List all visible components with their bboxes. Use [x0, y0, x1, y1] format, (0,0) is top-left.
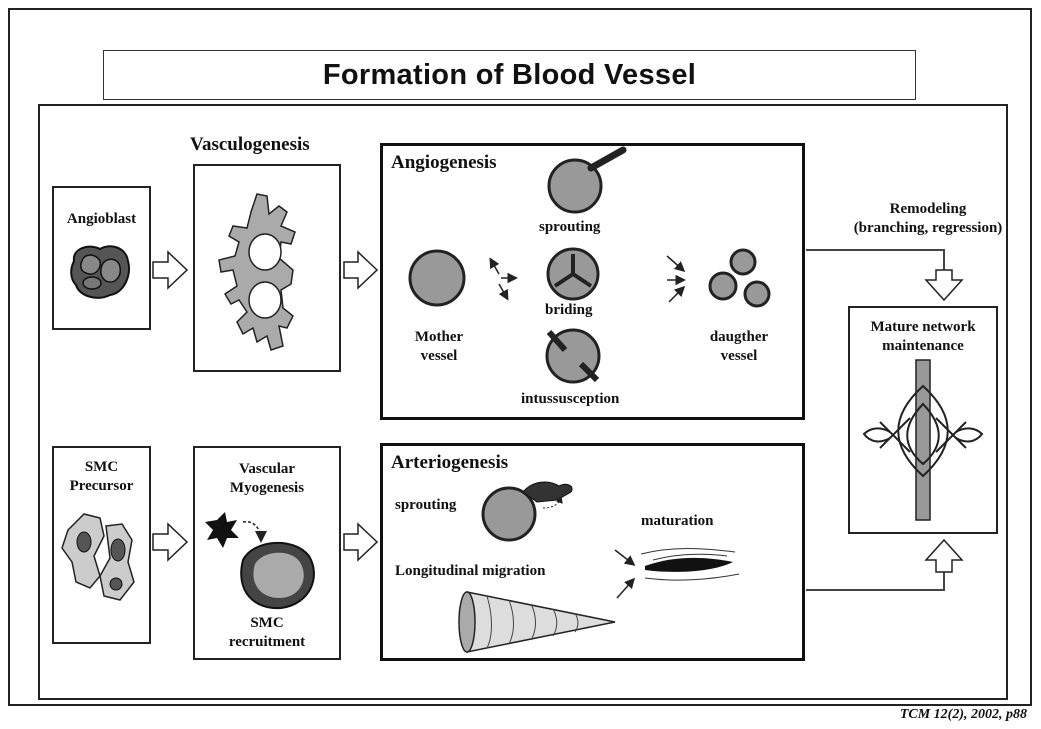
angioblast-label: Angioblast: [54, 210, 149, 229]
angiogenesis-illustration: [383, 146, 803, 418]
remodeling-connector: [806, 250, 944, 272]
arteriogenesis-illustration: [383, 446, 803, 659]
angiogenesis-panel: Angiogenesis: [380, 143, 805, 420]
arterio-arrows: [615, 550, 633, 598]
arteriogenesis-panel: Arteriogenesis sprouting Longitudinal mi…: [380, 443, 805, 661]
smc-precursor-cells-illustration: [54, 496, 149, 616]
hollow-arrow-2: [344, 252, 377, 288]
angioblast-cell-illustration: [54, 229, 149, 309]
mother-vessel: [410, 251, 464, 305]
briding-vessel: [548, 249, 598, 299]
mature-network-illustration: [850, 356, 996, 526]
angioblast-panel: Angioblast: [52, 186, 151, 330]
intussusception-vessel: [547, 330, 599, 382]
citation: TCM 12(2), 2002, p88: [900, 707, 1027, 723]
remodeling-down-arrow: [926, 270, 962, 300]
sprouting-vessel: [549, 150, 623, 212]
vasculogenesis-label: Vasculogenesis: [190, 134, 310, 156]
hollow-arrow-4: [344, 524, 377, 560]
smc-recruitment-illustration: [195, 504, 339, 614]
briding-label: briding: [545, 301, 593, 320]
arterio-sprouting-vessel: [483, 482, 572, 540]
maturation-fibers: [641, 549, 739, 581]
daughter-vessels: [710, 250, 769, 306]
arterio-connector: [806, 570, 944, 590]
vasculogenesis-panel: [193, 164, 341, 372]
remodeling-label: Remodeling(branching, regression): [838, 200, 1018, 238]
arterio-up-arrow: [926, 540, 962, 572]
longitudinal-cone: [459, 592, 615, 652]
vascular-plexus-illustration: [195, 166, 339, 370]
hollow-arrow-1: [153, 252, 187, 288]
sprouting-label: sprouting: [539, 218, 600, 237]
intussusception-label: intussusception: [521, 390, 619, 409]
hollow-arrow-3: [153, 524, 187, 560]
